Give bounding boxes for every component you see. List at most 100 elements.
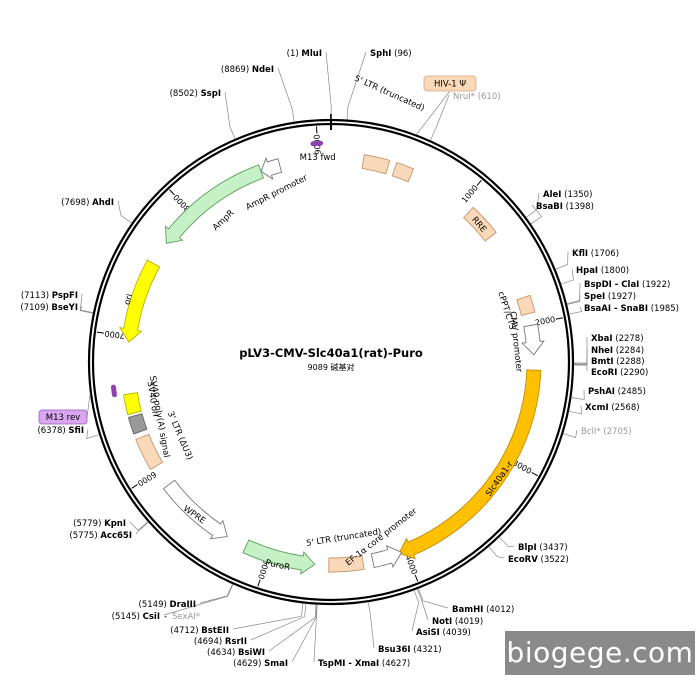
feature-5-ltr-truncated [361,154,391,175]
site-position: (2284) [616,346,644,356]
site-position: (4634) [207,648,235,658]
site-name: SspI [201,89,221,99]
tick-label: 2000 [534,315,556,328]
feature-group [118,154,545,575]
site-label: SphI (96) [370,49,412,59]
site-label: (4694) RsrII [194,637,247,647]
site-label: (4712) BstEII [170,626,229,636]
site-position: (4627) [382,659,410,669]
tick-mark [531,471,538,477]
site-name: BspDI - ClaI [584,280,639,290]
site-sphi: SphI (96) [346,49,412,120]
site-label: EcoRV (3522) [508,555,569,565]
site-leader-line [571,389,585,400]
site-label: BspDI - ClaI (1922) [584,280,670,290]
site-label: (6378) SfiI [37,426,84,436]
site-label: PshAI (2485) [588,387,646,397]
site-position: (1350) [564,190,592,200]
site-csii: (5145) CsiI [112,584,234,622]
site-leader-line [418,588,449,609]
site-ecori: EcoRI (2290) [573,364,648,378]
site-leader-line [224,91,236,139]
site-label: BclI* (2705) [581,427,632,437]
boxed-label-leader [86,394,91,418]
site-name: SfiI [68,426,84,436]
site-tspmi-xmai: TspMI - XmaI (4627) [313,604,410,669]
site-name: PspFI [52,291,78,301]
site-alei: AleI (1350) [526,190,592,218]
site-label: Bsu36I (4321) [378,645,442,655]
site-position: (96) [394,49,411,59]
site-blpi: BlpI (3437) [499,536,568,553]
site-label: (5149) DraIII [139,600,196,610]
plasmid-name: pLV3-CMV-Slc40a1(rat)-Puro [239,346,423,360]
feature-puror [242,539,316,575]
site-name: BmtI [591,357,614,367]
feature-label-ori: ori [123,293,136,306]
site-position: (5779) [73,519,101,529]
site-leader-line [430,94,450,141]
site-sfii: (6378) SfiI [37,426,100,439]
plasmid-size: 9089 碱基对 [308,362,355,372]
site-leader-line [573,348,588,365]
site-position: (4321) [413,645,441,655]
site-position: (4629) [233,659,261,669]
site-sexai: SexAI* [172,612,200,622]
site-asisi: AsiSI (4039) [411,590,471,638]
site-leader-line [268,604,317,652]
site-pshai: PshAI (2485) [571,387,646,400]
site-leader-line [250,603,307,641]
site-name: TspMI - XmaI [318,659,379,669]
site-hpai: HpaI (1800) [561,266,629,285]
site-leader-line [199,583,233,604]
site-label: (8869) NdeI [221,65,274,75]
tick-mark [414,574,419,582]
site-label: NotI (4019) [432,617,483,627]
site-xcmi: XcmI (2568) [568,403,640,415]
site-leader-line [325,51,332,120]
site-leader-line [411,590,420,632]
site-label: AsiSI (4039) [416,628,471,638]
site-position: (6378) [37,426,65,436]
feature-ef-1-core-promoter [370,544,403,569]
site-name: BclI* [581,427,601,437]
site-name: XbaI [591,334,613,344]
site-name: EcoRI [591,368,617,378]
feature-sv40-ori [123,392,142,416]
site-label: (7698) AhdI [61,198,114,208]
feature-5-ltr-truncated [328,555,365,573]
site-label: EcoRI (2290) [591,368,648,378]
site-bsiwi: (4634) BsiWI [207,604,317,658]
site-name: NruI* [453,92,475,102]
site-position: (4712) [170,626,198,636]
site-label: NheI (2284) [591,346,644,356]
site-label: BmtI (2288) [591,357,645,367]
site-leader-line [569,306,583,315]
backbone-inner-ring [91,122,571,602]
site-label: BamHI (4012) [452,605,514,615]
site-position: (5149) [139,600,167,610]
site-position: (3522) [541,555,569,565]
site-position: (3437) [539,543,567,553]
site-leader-line [117,200,132,224]
site-leader-line [563,429,578,438]
site-label: XcmI (2568) [585,403,640,413]
site-leader-line [368,602,375,649]
site-bsaai-snabi: BsaAI - SnaBI (1985) [569,304,679,315]
site-name: SphI [370,49,391,59]
site-position: (2278) [615,334,643,344]
site-bmti: BmtI (2288) [573,357,645,367]
site-bsabi: BsaBI (1398) [530,202,594,225]
site-position: (1922) [642,280,670,290]
site-separator: - [164,612,167,622]
site-position: (2568) [611,403,639,413]
feature-rre [462,206,497,242]
site-draiii: (5149) DraIII [139,583,233,610]
site-name: MluI [301,49,322,59]
site-name: XcmI [585,403,609,413]
site-leader-line [561,268,574,285]
site-ecorv: EcoRV (3522) [488,546,569,565]
site-leader-line [86,428,100,439]
site-spei: SpeI (1927) [567,292,636,305]
